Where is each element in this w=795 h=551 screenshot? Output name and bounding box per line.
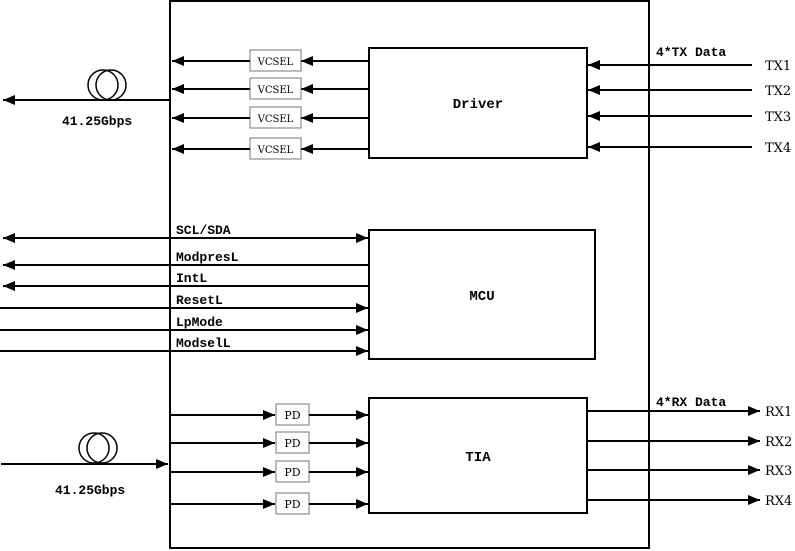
rx-fiber-coil-icon xyxy=(78,432,118,464)
tx-channel-label: TX1 xyxy=(765,59,791,74)
tia-block xyxy=(368,397,588,514)
tx-channel-label: TX4 xyxy=(765,141,791,156)
pd-label: PD xyxy=(284,409,300,422)
rx-channel-label: RX2 xyxy=(765,435,792,450)
tx-data-label: 4*TX Data xyxy=(656,45,726,60)
tia-label: TIA xyxy=(465,450,491,466)
mcu-signal-label: IntL xyxy=(176,271,207,286)
driver-label: Driver xyxy=(453,97,503,113)
rx-rate-label: 41.25Gbps xyxy=(55,483,125,498)
vcsel-label: VCSEL xyxy=(257,85,294,96)
pd-label: PD xyxy=(284,498,300,511)
pd-label: PD xyxy=(284,437,300,450)
mcu-label: MCU xyxy=(469,289,494,305)
mcu-signal-label: ModselL xyxy=(176,336,231,351)
driver-block xyxy=(368,47,588,159)
module-outline xyxy=(169,0,650,549)
vcsel-label: VCSEL xyxy=(257,145,294,156)
tx-fiber-coil-icon xyxy=(87,69,127,101)
tx-channel-label: TX3 xyxy=(765,110,791,125)
rx-channel-label: RX3 xyxy=(765,464,792,479)
rx-channel-label: RX4 xyxy=(765,494,792,509)
rx-channel-label: RX1 xyxy=(765,405,792,420)
mcu-signal-label: SCL/SDA xyxy=(176,223,231,238)
mcu-signal-label: LpMode xyxy=(176,315,223,330)
tx-rate-label: 41.25Gbps xyxy=(62,114,132,129)
mcu-signal-label: ResetL xyxy=(176,293,223,308)
tx-channel-label: TX2 xyxy=(765,84,791,99)
rx-data-label: 4*RX Data xyxy=(656,395,726,410)
pd-label: PD xyxy=(284,466,300,479)
mcu-block xyxy=(368,229,596,360)
vcsel-label: VCSEL xyxy=(257,114,294,125)
vcsel-label: VCSEL xyxy=(257,57,294,68)
mcu-signal-label: ModpresL xyxy=(176,250,239,265)
